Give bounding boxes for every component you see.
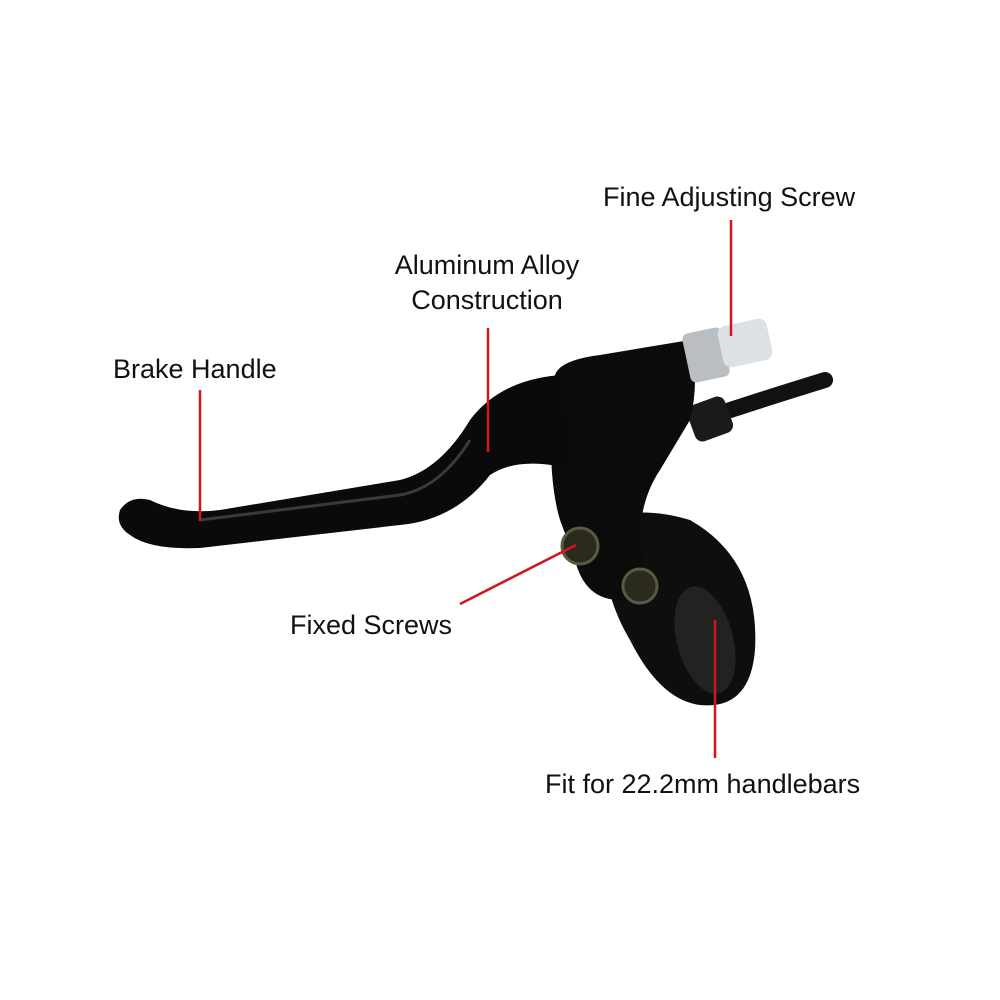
fixed-screw-2 <box>621 567 659 605</box>
label-fixed-screws: Fixed Screws <box>290 610 453 640</box>
label-aluminum-alloy: Aluminum Alloy <box>394 250 580 280</box>
handle-highlight <box>199 439 472 522</box>
label-handlebar-fit: Fit for 22.2mm handlebars <box>545 769 861 799</box>
brake-handle-shape <box>118 375 575 549</box>
fixed-screw-1 <box>560 526 600 566</box>
clamp-bore <box>674 586 736 694</box>
fine-adjusting-screw-shape <box>682 318 773 383</box>
label-brake-handle: Brake Handle <box>113 354 277 384</box>
label-construction: Construction <box>411 285 563 315</box>
label-fine-adjusting-screw: Fine Adjusting Screw <box>603 182 856 212</box>
leader-line-fixed-screws <box>459 543 577 606</box>
cable-ferrule <box>686 396 734 442</box>
